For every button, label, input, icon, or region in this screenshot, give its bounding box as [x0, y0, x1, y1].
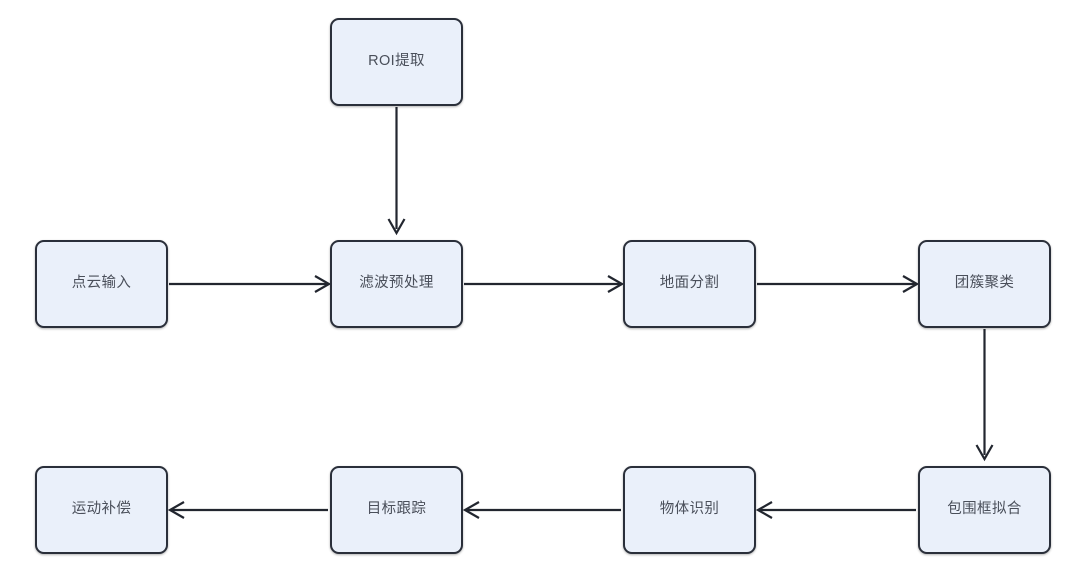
node-motion-compensation[interactable]: 运动补偿 — [35, 466, 168, 554]
node-filter-preprocess[interactable]: 滤波预处理 — [330, 240, 463, 328]
edge-roi-to-filter — [387, 107, 406, 236]
edge-recognize-to-track — [462, 501, 621, 519]
node-bounding-box-fitting[interactable]: 包围框拟合 — [918, 466, 1051, 554]
node-motion-compensation-label: 运动补偿 — [71, 501, 132, 518]
node-point-cloud-input[interactable]: 点云输入 — [35, 240, 168, 328]
node-target-tracking[interactable]: 目标跟踪 — [330, 466, 463, 554]
node-ground-segmentation-label: 地面分割 — [659, 275, 720, 292]
edge-ground-to-cluster — [757, 275, 920, 293]
node-target-tracking-label: 目标跟踪 — [366, 501, 427, 518]
edge-bbox-to-recognize — [755, 501, 916, 519]
node-bounding-box-fitting-label: 包围框拟合 — [947, 501, 1022, 518]
node-filter-preprocess-label: 滤波预处理 — [359, 275, 434, 292]
edge-track-to-motion — [167, 501, 328, 519]
node-ground-segmentation[interactable]: 地面分割 — [623, 240, 756, 328]
edge-input-to-filter — [169, 275, 332, 293]
node-cluster-label: 团簇聚类 — [954, 275, 1015, 292]
node-roi-label: ROI提取 — [368, 53, 425, 70]
node-point-cloud-input-label: 点云输入 — [71, 275, 132, 292]
node-roi[interactable]: ROI提取 — [330, 18, 463, 106]
edge-filter-to-ground — [464, 275, 625, 293]
edge-cluster-to-bbox — [975, 329, 994, 462]
node-object-recognition[interactable]: 物体识别 — [623, 466, 756, 554]
node-object-recognition-label: 物体识别 — [659, 501, 720, 518]
node-cluster[interactable]: 团簇聚类 — [918, 240, 1051, 328]
